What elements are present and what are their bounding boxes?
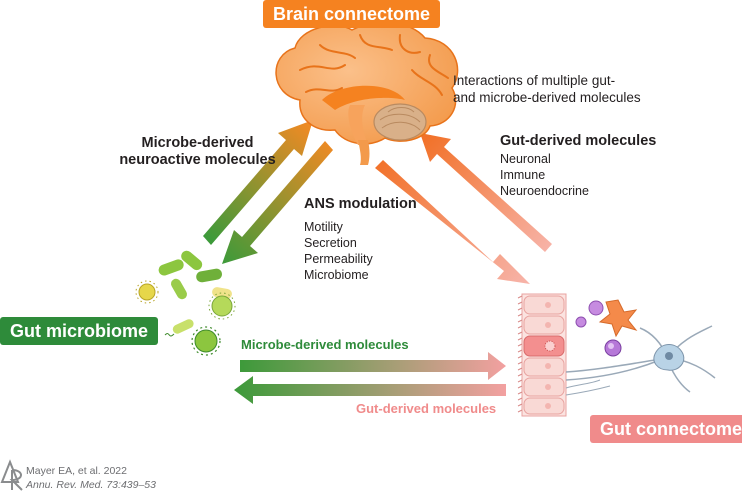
gut-connectome-label: Gut connectome: [590, 415, 742, 443]
microbe-derived-molecules-label: Microbe-derived molecules: [241, 337, 409, 352]
microbe-neuroactive-heading: Microbe-derived neuroactive molecules: [115, 135, 280, 169]
gut-derived-heading: Gut-derived molecules: [500, 133, 657, 149]
ans-heading: ANS modulation: [304, 196, 417, 212]
brain-note-line-1: Interactions of multiple gut-: [453, 73, 616, 88]
microbes-illustration: [135, 250, 236, 356]
ans-item-microbiome: Microbiome: [304, 268, 369, 282]
brain-connectome-label: Brain connectome: [263, 0, 441, 28]
brain-interactions-note: Interactions of multiple gut- and microb…: [453, 72, 683, 106]
arrow-gut-to-brain: [420, 133, 552, 252]
gut-epithelium-illustration: [517, 293, 716, 417]
citation-line-2: Annu. Rev. Med. 73:439–53: [26, 479, 156, 491]
gut-derived-molecules-label: Gut-derived molecules: [356, 401, 497, 416]
microbe-heading-line-2: neuroactive molecules: [119, 152, 276, 168]
gut-item-immune: Immune: [500, 168, 546, 182]
arrow-brain-to-gut: [375, 160, 530, 284]
ans-list: Motility Secretion Permeability Microbio…: [304, 219, 417, 283]
gut-item-neuronal: Neuronal: [500, 152, 551, 166]
arrow-brain-to-microbe: [222, 141, 333, 264]
arrow-microbe-to-gut: [240, 352, 506, 380]
ans-item-permeability: Permeability: [304, 252, 373, 266]
gut-item-neuroendocrine: Neuroendocrine: [500, 184, 589, 198]
ans-item-motility: Motility: [304, 220, 343, 234]
ans-modulation-block: ANS modulation Motility Secretion Permea…: [304, 196, 417, 283]
gut-derived-block: Gut-derived molecules Neuronal Immune Ne…: [500, 133, 656, 199]
arrow-gut-to-microbe: [234, 376, 506, 404]
gut-microbiome-label: Gut microbiome: [0, 317, 159, 345]
brain-illustration: [275, 21, 459, 165]
arrow-microbe-to-brain: [203, 120, 313, 245]
microbe-heading-line-1: Microbe-derived: [141, 135, 254, 151]
citation: Mayer EA, et al. 2022 Annu. Rev. Med. 73…: [26, 464, 156, 492]
annual-reviews-logo: [0, 459, 23, 491]
ans-item-secretion: Secretion: [304, 236, 357, 250]
citation-line-1: Mayer EA, et al. 2022: [26, 465, 127, 477]
gut-derived-list: Neuronal Immune Neuroendocrine: [500, 151, 656, 199]
brain-note-line-2: and microbe-derived molecules: [453, 90, 641, 105]
